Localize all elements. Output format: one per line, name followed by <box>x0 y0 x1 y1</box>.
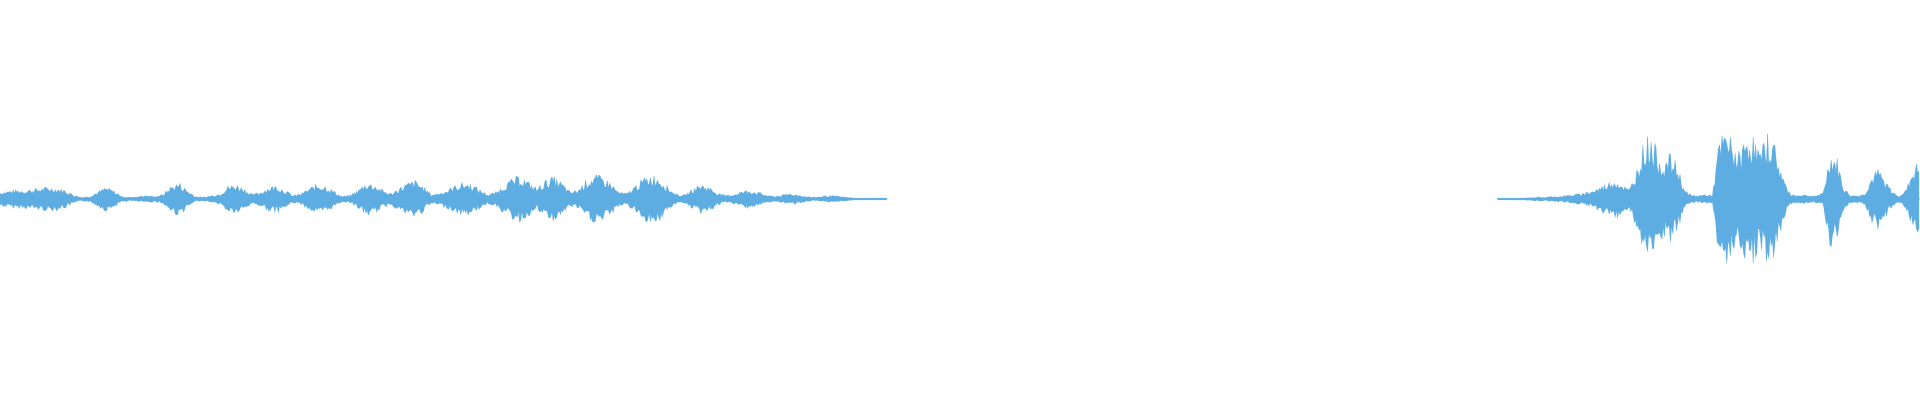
waveform-first-clip <box>0 173 888 224</box>
waveform-second-clip <box>1497 133 1920 264</box>
waveform-layer <box>0 133 1920 264</box>
